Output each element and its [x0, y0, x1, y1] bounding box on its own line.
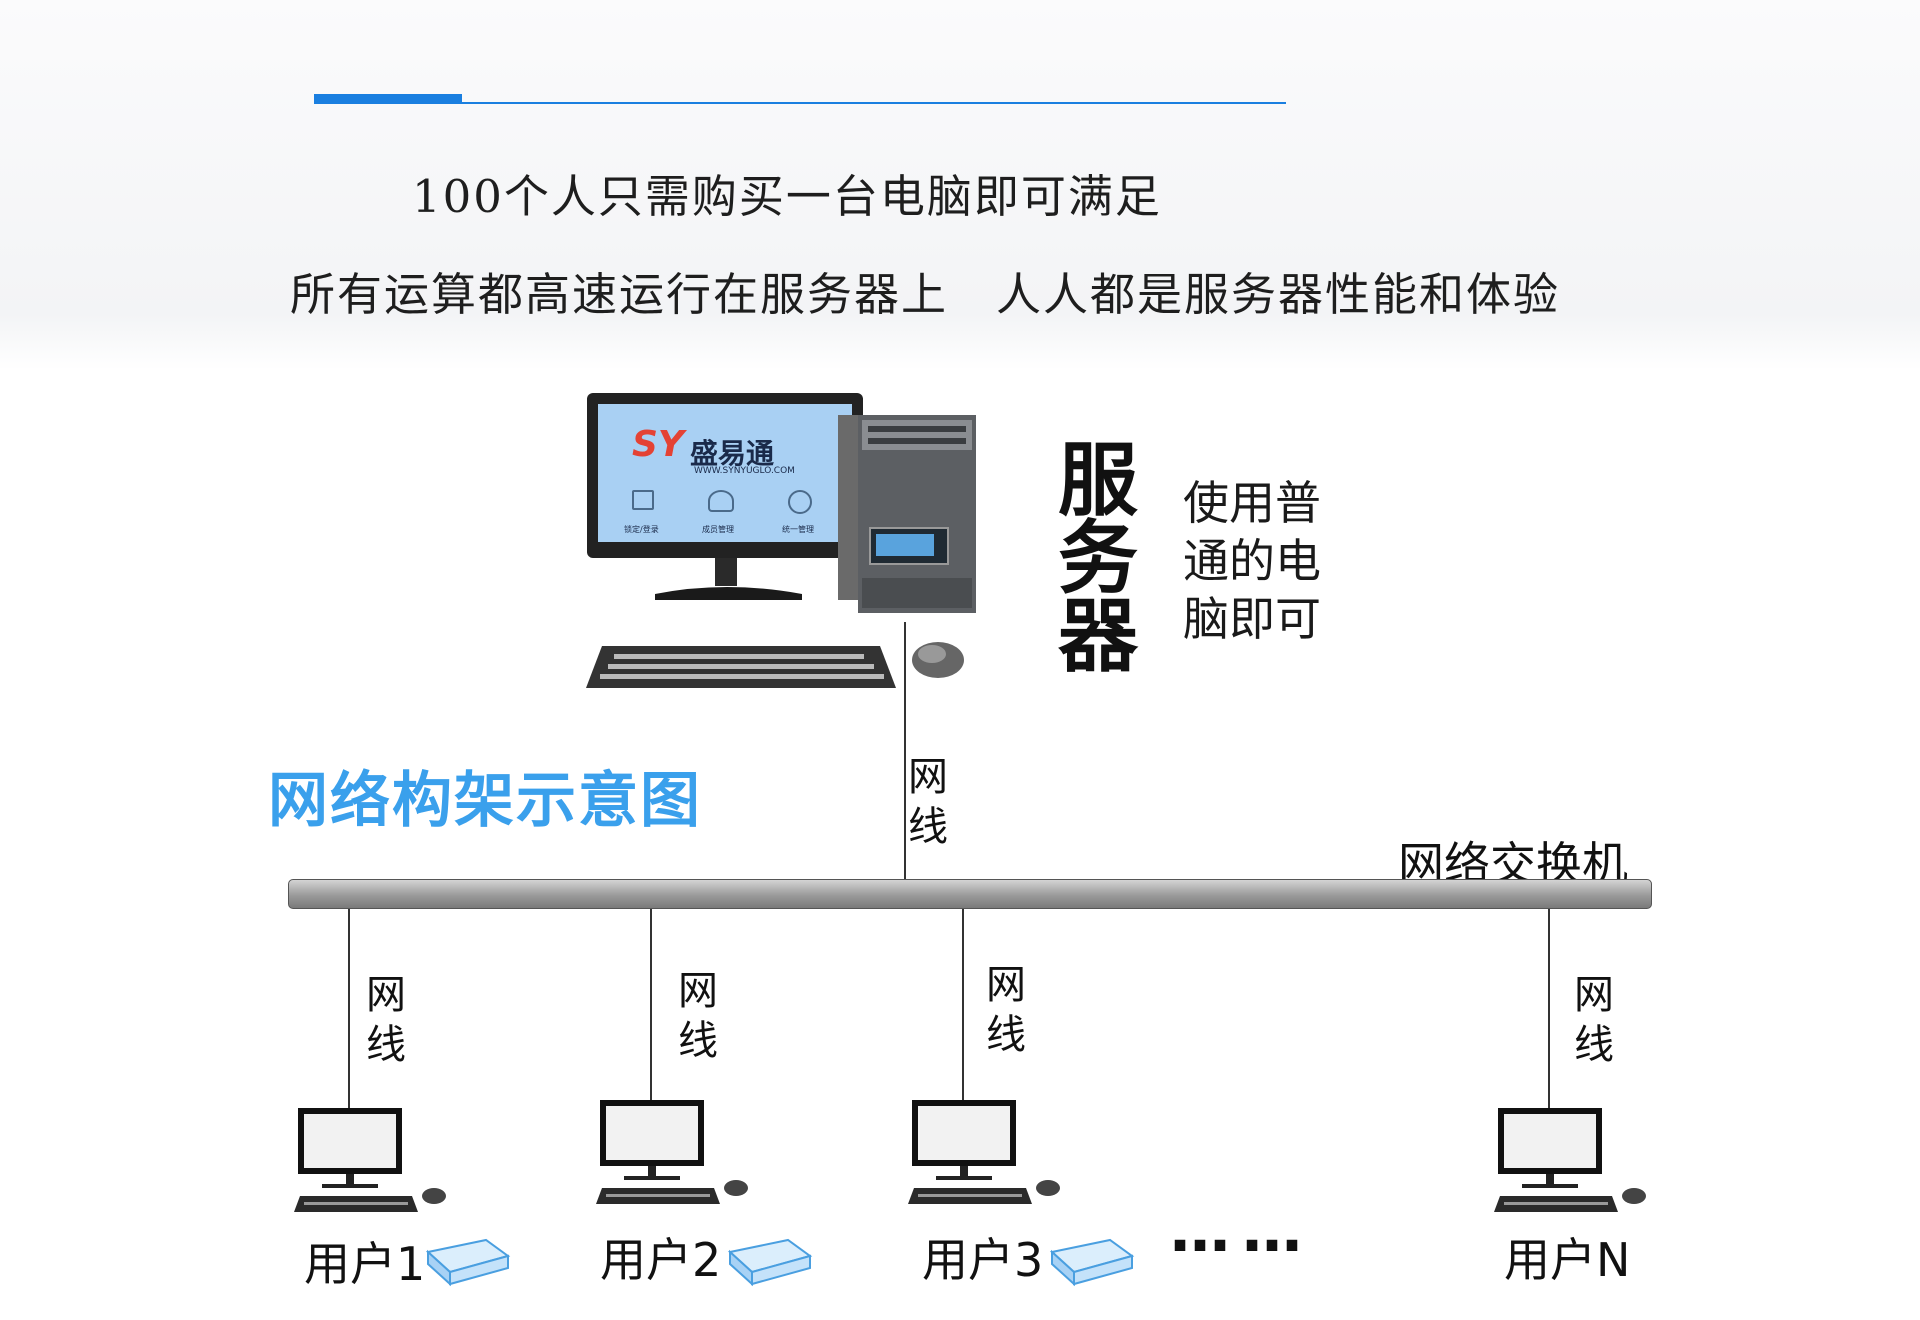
user-cable-n [1548, 909, 1550, 1109]
server-cable [904, 622, 906, 880]
accent-rule [314, 102, 1286, 104]
screen-label-3: 统一管理 [782, 525, 814, 534]
user-computer-icon-n [1494, 1108, 1646, 1212]
server-note: 使用普通的电脑即可 [1183, 476, 1321, 646]
user-label-2: 用户2 [600, 1233, 722, 1287]
bottom-fade [0, 1298, 1920, 1320]
user-computer-icon-1 [294, 1108, 446, 1212]
user-cable-2 [650, 909, 652, 1103]
user-cable-label-n: 网线 [1574, 972, 1614, 1068]
settings-icon [788, 490, 812, 514]
tagline-2: 所有运算都高速运行在服务器上人人都是服务器性能和体验 [290, 258, 1560, 323]
user-label-1: 用户1 [304, 1237, 426, 1291]
thin-client-icon-3 [1049, 1238, 1135, 1287]
user-cable-3 [962, 909, 964, 1103]
server-computer-icon [586, 393, 976, 688]
user-cable-label-1: 网线 [366, 972, 406, 1068]
user-label-n: 用户N [1504, 1233, 1631, 1287]
server-screen: SY 盛易通 WWW.SYNYUGLO.COM 锁定/登录 成员管理 统一管理 [598, 404, 852, 542]
screen-logo: SY [632, 424, 684, 465]
user-label-3: 用户3 [922, 1233, 1044, 1287]
user-computer-icon-3 [908, 1100, 1060, 1204]
thin-client-icon-2 [727, 1238, 813, 1287]
diagram-title: 网络构架示意图 [268, 766, 702, 836]
users-icon [708, 490, 734, 512]
thin-client-icon-1 [425, 1238, 511, 1287]
screen-url: WWW.SYNYUGLO.COM [694, 466, 795, 476]
screen-brand: 盛易通 [690, 437, 775, 470]
lock-icon [632, 490, 654, 510]
screen-label-1: 锁定/登录 [624, 525, 659, 534]
ellipsis: …… [1170, 1196, 1314, 1266]
header-band [0, 0, 1920, 370]
screen-label-2: 成员管理 [702, 525, 734, 534]
accent-bar [314, 94, 462, 104]
server-label: 服务器 [1058, 434, 1138, 683]
user-cable-label-3: 网线 [986, 962, 1026, 1058]
tagline-2b: 人人都是服务器性能和体验 [996, 268, 1561, 321]
server-cable-label: 网线 [908, 754, 948, 850]
tagline-1: 100个人只需购买一台电脑即可满足 [412, 170, 1162, 223]
user-computer-icon-2 [596, 1100, 748, 1204]
user-cable-label-2: 网线 [678, 968, 718, 1064]
tagline-2a: 所有运算都高速运行在服务器上 [290, 268, 949, 321]
user-cable-1 [348, 909, 350, 1109]
network-switch [288, 879, 1652, 909]
